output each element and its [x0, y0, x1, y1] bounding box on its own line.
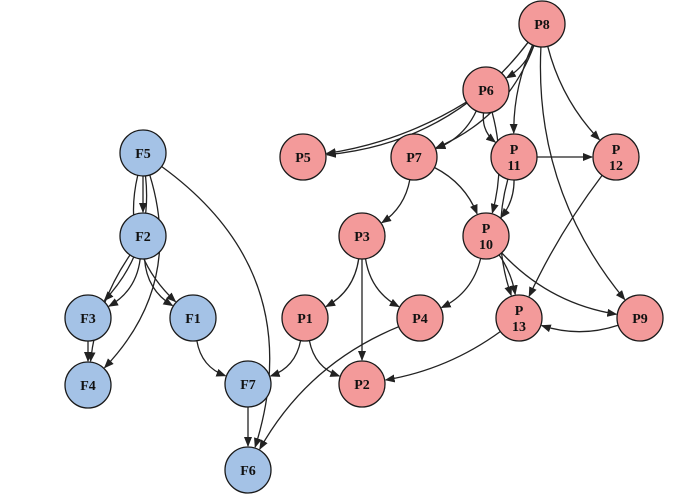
node-f4: F4 — [64, 361, 112, 409]
edge-f2-to-f1 — [143, 258, 174, 307]
edge-f5-to-f4 — [103, 174, 161, 369]
node-label: P5 — [295, 151, 311, 166]
node-label: P2 — [354, 378, 370, 393]
node-label: P4 — [412, 312, 428, 327]
node-circle — [518, 0, 566, 48]
node-label: F5 — [135, 147, 151, 162]
edge-p3-to-p4 — [364, 258, 400, 308]
edge-f2-to-f3 — [108, 258, 141, 307]
node-circle — [119, 212, 167, 260]
node-f5: F5 — [119, 129, 167, 177]
node-circle — [396, 294, 444, 342]
node-label: F4 — [80, 379, 96, 394]
node-f6: F6 — [224, 446, 272, 494]
edge-p8-to-p11 — [509, 44, 534, 135]
edge-p4-to-f6 — [259, 326, 399, 450]
node-circle — [490, 133, 538, 181]
node-circle — [224, 446, 272, 494]
edge-p1-to-p2 — [308, 340, 341, 377]
edge-p11-to-p10 — [500, 179, 515, 219]
node-label: P7 — [406, 151, 422, 166]
node-label: P1 — [297, 312, 313, 327]
edges — [84, 41, 626, 450]
node-p8: P8 — [518, 0, 566, 48]
node-label: P9 — [632, 312, 648, 327]
edge-p1-to-f7 — [269, 340, 302, 377]
node-circle — [462, 66, 510, 114]
node-label: F3 — [80, 312, 96, 327]
edge-p10-to-p13 — [498, 254, 518, 296]
node-circle — [169, 294, 217, 342]
node-circle — [281, 294, 329, 342]
edge-p6-to-p11 — [482, 112, 496, 143]
node-circle — [338, 360, 386, 408]
edge-f5-to-f6 — [161, 165, 271, 449]
node-label: P8 — [534, 18, 550, 33]
node-label: F1 — [185, 312, 201, 327]
node-f1: F1 — [169, 294, 217, 342]
node-label: F2 — [135, 230, 151, 245]
node-circle — [616, 294, 664, 342]
node-circle — [592, 133, 640, 181]
node-p6: P6 — [462, 66, 510, 114]
node-circle — [119, 129, 167, 177]
edge-f1-to-f7 — [196, 340, 227, 377]
node-circle — [224, 360, 272, 408]
edge-p12-to-p13 — [528, 174, 603, 298]
node-p5: P5 — [279, 133, 327, 181]
edge-p7-to-p3 — [381, 179, 411, 224]
edge-p8-to-p9 — [539, 46, 626, 301]
node-f2: F2 — [119, 212, 167, 260]
edge-p10-to-p4 — [440, 258, 482, 309]
node-circle — [64, 294, 112, 342]
node-p4: P4 — [396, 294, 444, 342]
node-label: P3 — [354, 230, 370, 245]
node-label: P6 — [478, 84, 494, 99]
edge-p6-to-p5 — [325, 101, 467, 157]
node-p7: P7 — [390, 133, 438, 181]
node-p1: P1 — [281, 294, 329, 342]
node-circle — [462, 212, 510, 260]
node-p9: P9 — [616, 294, 664, 342]
node-circle — [495, 294, 543, 342]
node-f3: F3 — [64, 294, 112, 342]
edge-p10-to-p9 — [501, 252, 618, 317]
edge-p8-to-p12 — [547, 46, 601, 141]
node-p3: P3 — [338, 212, 386, 260]
edge-p8-to-p5 — [325, 41, 529, 158]
node-circle — [338, 212, 386, 260]
node-label: F7 — [240, 378, 256, 393]
node-f7: F7 — [224, 360, 272, 408]
node-circle — [279, 133, 327, 181]
edge-p7-to-p10 — [434, 166, 478, 215]
node-p2: P2 — [338, 360, 386, 408]
node-circle — [64, 361, 112, 409]
node-label: F6 — [240, 464, 256, 479]
node-circle — [390, 133, 438, 181]
edge-p6-to-p7 — [435, 110, 477, 150]
edge-p13-to-p2 — [384, 330, 501, 383]
edge-p9-to-p13 — [540, 324, 619, 333]
edge-p3-to-p1 — [325, 258, 360, 308]
